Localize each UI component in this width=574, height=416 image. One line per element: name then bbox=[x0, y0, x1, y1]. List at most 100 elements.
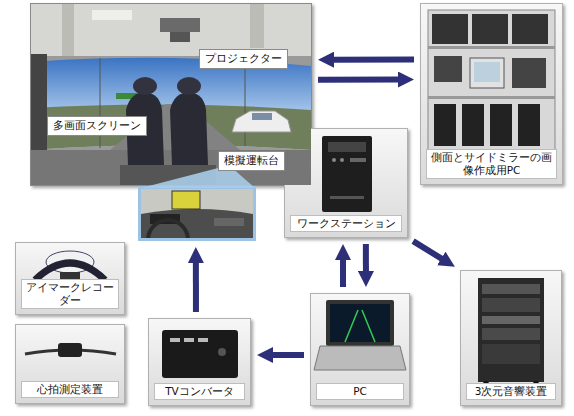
pc-rack-art bbox=[428, 10, 555, 150]
tv-converter-art bbox=[162, 330, 238, 378]
road-line bbox=[175, 106, 176, 148]
laptop-screen bbox=[330, 304, 390, 342]
node-label: ワークステーション bbox=[290, 215, 402, 232]
rack-unit bbox=[482, 316, 540, 324]
button bbox=[340, 158, 344, 162]
signal-arrow bbox=[413, 241, 444, 260]
windshield bbox=[141, 189, 253, 238]
shelf bbox=[428, 46, 555, 49]
node-label: アイマークレコーダー bbox=[21, 279, 119, 309]
callout-wedge bbox=[141, 167, 255, 188]
floor bbox=[31, 150, 311, 185]
screen-seam bbox=[245, 60, 246, 146]
button bbox=[170, 338, 180, 342]
car-image bbox=[232, 111, 291, 132]
head-cap bbox=[46, 251, 94, 273]
chest-strap bbox=[25, 350, 116, 354]
rack-frame bbox=[428, 10, 555, 150]
projector-lens bbox=[170, 32, 190, 42]
audio-box: 3次元音響装置 bbox=[460, 270, 562, 406]
workstation-art bbox=[322, 136, 372, 212]
image-pc-box: 側面とサイドミラーの画像作成用PC bbox=[420, 3, 563, 185]
button bbox=[332, 158, 336, 162]
caster bbox=[483, 381, 489, 387]
screen-ground bbox=[31, 104, 311, 150]
eye-mark-recorder-art bbox=[35, 251, 105, 280]
steering-wheel bbox=[148, 220, 188, 238]
screen-sky bbox=[31, 58, 311, 150]
screen-edge bbox=[31, 54, 47, 185]
workstation-box: ワークステーション bbox=[284, 128, 408, 238]
drive-bay bbox=[328, 142, 366, 152]
cab-inset-art bbox=[141, 189, 253, 238]
logo-strip bbox=[330, 196, 364, 199]
monitor bbox=[512, 58, 546, 88]
cab-monitor bbox=[172, 191, 200, 209]
screen-road bbox=[110, 104, 240, 150]
ceiling-light bbox=[92, 10, 132, 20]
converter-body bbox=[162, 330, 238, 378]
knob bbox=[218, 348, 226, 356]
laptop-art bbox=[314, 300, 406, 370]
ceiling-beam bbox=[250, 4, 264, 48]
pc-tower bbox=[462, 104, 484, 146]
caster bbox=[533, 381, 539, 387]
node-label: 3次元音響装置 bbox=[466, 383, 556, 400]
seat bbox=[170, 92, 208, 165]
sensor-module bbox=[58, 343, 82, 357]
camera bbox=[60, 272, 80, 280]
cab-base bbox=[120, 165, 216, 185]
node-label: 側面とサイドミラーの画像作成用PC bbox=[426, 149, 557, 179]
node-label: TVコンバータ bbox=[154, 383, 245, 400]
headrest bbox=[133, 77, 157, 95]
seat bbox=[126, 92, 164, 165]
laptop-lid bbox=[326, 300, 394, 346]
rack-unit bbox=[482, 298, 540, 312]
ceiling-beam bbox=[62, 4, 74, 56]
pc-tower bbox=[434, 104, 456, 146]
console bbox=[214, 218, 244, 226]
monitor-screen bbox=[474, 62, 500, 82]
pc-tower bbox=[490, 104, 512, 146]
monitor bbox=[432, 14, 468, 44]
gauge bbox=[150, 214, 180, 224]
heart-monitor-box: 心拍測定装置 bbox=[15, 324, 125, 404]
rack-unit bbox=[482, 344, 540, 364]
panel bbox=[350, 158, 366, 162]
monitor bbox=[512, 14, 548, 44]
dashboard bbox=[141, 209, 253, 238]
part-label: プロジェクター bbox=[199, 49, 288, 69]
headrest bbox=[177, 77, 201, 95]
part-label: 模擬運転台 bbox=[218, 151, 285, 171]
projector-body bbox=[160, 18, 200, 32]
wall bbox=[31, 4, 311, 185]
part-label: 多画面スクリーン bbox=[47, 116, 147, 136]
node-label: 心拍測定装置 bbox=[21, 381, 119, 398]
shelf bbox=[428, 96, 555, 99]
signal-arrow bbox=[193, 260, 199, 312]
head-band bbox=[35, 263, 105, 280]
tv-converter-box: TVコンバータ bbox=[148, 318, 251, 406]
ceiling bbox=[31, 4, 311, 56]
road-sign bbox=[116, 93, 140, 99]
signal-arrow bbox=[340, 257, 346, 287]
simulator-photo-art bbox=[31, 4, 311, 185]
cab-inset: 模擬運転台 bbox=[138, 186, 256, 241]
audio-rack bbox=[478, 278, 544, 382]
screen-seam bbox=[100, 58, 101, 148]
screen-road-line bbox=[362, 310, 375, 342]
workstation-tower bbox=[322, 136, 372, 212]
laptop-base bbox=[314, 346, 406, 370]
pc-tower bbox=[518, 104, 540, 146]
monitor bbox=[470, 58, 504, 88]
button bbox=[184, 338, 194, 342]
heart-rate-art bbox=[25, 343, 116, 357]
rack-unit bbox=[482, 284, 540, 294]
button bbox=[198, 338, 208, 342]
monitor bbox=[472, 14, 508, 44]
signal-arrow bbox=[331, 56, 414, 62]
car-window bbox=[252, 113, 272, 120]
audio-rack-art bbox=[478, 278, 544, 387]
